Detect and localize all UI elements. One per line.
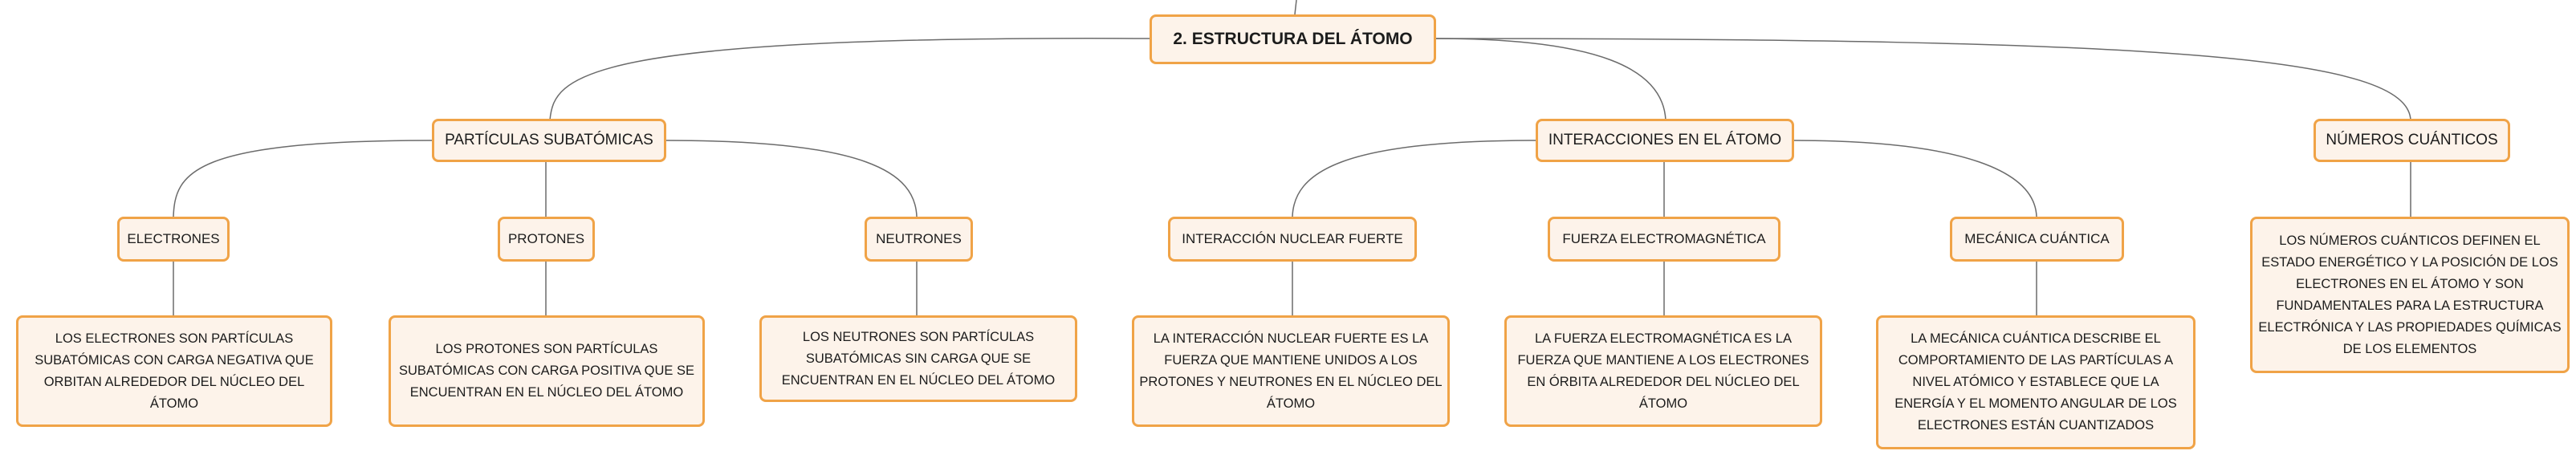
topic-protones[interactable]: PROTONES (498, 217, 595, 262)
desc-text: LOS NEUTRONES SON PARTÍCULAS SUBATÓMICAS… (781, 329, 1056, 388)
desc-text: LA INTERACCIÓN NUCLEAR FUERTE ES LA FUER… (1139, 331, 1443, 411)
desc-electrones[interactable]: LOS ELECTRONES SON PARTÍCULAS SUBATÓMICA… (16, 315, 332, 427)
topic-label: INTERACCIÓN NUCLEAR FUERTE (1182, 231, 1403, 246)
topic-fuerza-electromagnetica[interactable]: FUERZA ELECTROMAGNÉTICA (1548, 217, 1780, 262)
branch-interacciones-atomo[interactable]: INTERACCIONES EN EL ÁTOMO (1536, 119, 1794, 162)
topic-label: NEUTRONES (876, 231, 962, 246)
desc-text: LA MECÁNICA CUÁNTICA DESCRIBE EL COMPORT… (1894, 331, 2177, 433)
desc-text: LOS NÚMEROS CUÁNTICOS DEFINEN EL ESTADO … (2258, 233, 2562, 356)
branch-label: NÚMEROS CUÁNTICOS (2326, 132, 2498, 148)
branch-label: INTERACCIONES EN EL ÁTOMO (1548, 132, 1782, 148)
topic-label: PROTONES (507, 231, 585, 246)
topic-interaccion-nuclear-fuerte[interactable]: INTERACCIÓN NUCLEAR FUERTE (1168, 217, 1417, 262)
topic-label: MECÁNICA CUÁNTICA (1964, 231, 2110, 246)
root-label: 2. ESTRUCTURA DEL ÁTOMO (1173, 30, 1413, 48)
branch-particulas-subatomicas[interactable]: PARTÍCULAS SUBATÓMICAS (432, 119, 666, 162)
topic-electrones[interactable]: ELECTRONES (117, 217, 230, 262)
topic-label: ELECTRONES (127, 231, 220, 246)
desc-text: LOS ELECTRONES SON PARTÍCULAS SUBATÓMICA… (35, 331, 314, 411)
topic-mecanica-cuantica[interactable]: MECÁNICA CUÁNTICA (1950, 217, 2124, 262)
topic-neutrones[interactable]: NEUTRONES (865, 217, 973, 262)
desc-interaccion-nuclear-fuerte[interactable]: LA INTERACCIÓN NUCLEAR FUERTE ES LA FUER… (1132, 315, 1450, 427)
desc-text: LOS PROTONES SON PARTÍCULAS SUBATÓMICAS … (399, 342, 694, 400)
branch-label: PARTÍCULAS SUBATÓMICAS (445, 132, 653, 148)
branch-numeros-cuanticos[interactable]: NÚMEROS CUÁNTICOS (2314, 119, 2510, 162)
desc-neutrones[interactable]: LOS NEUTRONES SON PARTÍCULAS SUBATÓMICAS… (759, 315, 1077, 402)
root-node[interactable]: 2. ESTRUCTURA DEL ÁTOMO (1150, 14, 1436, 64)
topic-label: FUERZA ELECTROMAGNÉTICA (1562, 231, 1766, 246)
desc-protones[interactable]: LOS PROTONES SON PARTÍCULAS SUBATÓMICAS … (389, 315, 705, 427)
desc-fuerza-electromagnetica[interactable]: LA FUERZA ELECTROMAGNÉTICA ES LA FUERZA … (1504, 315, 1822, 427)
desc-mecanica-cuantica[interactable]: LA MECÁNICA CUÁNTICA DESCRIBE EL COMPORT… (1876, 315, 2196, 449)
desc-text: LA FUERZA ELECTROMAGNÉTICA ES LA FUERZA … (1517, 331, 1809, 411)
desc-numeros-cuanticos[interactable]: LOS NÚMEROS CUÁNTICOS DEFINEN EL ESTADO … (2250, 217, 2570, 373)
